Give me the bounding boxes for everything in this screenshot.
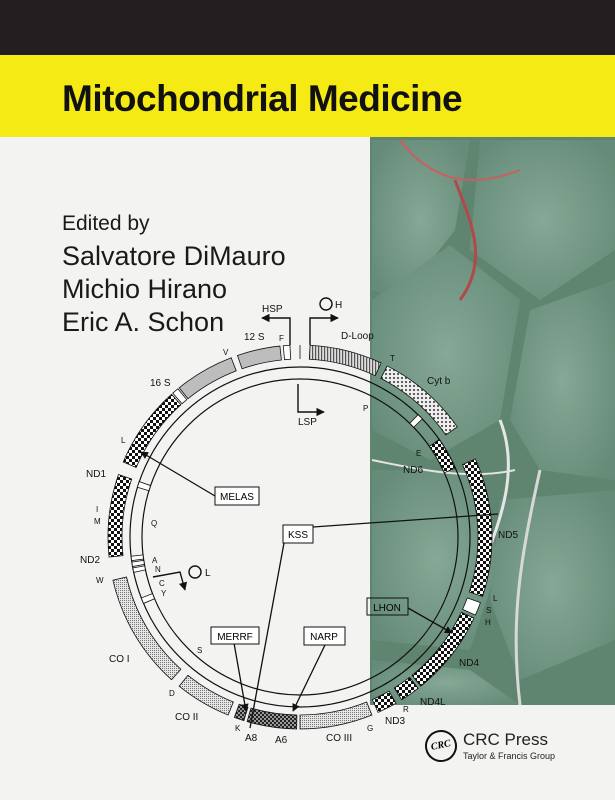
kss-box: KSS [288,530,308,541]
label-y: Y [161,589,167,598]
label-s2: S [486,606,491,615]
l-origin-arrow [152,571,188,591]
nd4l-segment [393,676,419,701]
crc-logo-icon: CRC [422,727,460,765]
trna-lsh-segment [462,597,481,616]
label-m: M [94,517,101,526]
trna-p-segment [409,414,423,428]
label-s1: S [197,646,202,655]
inner-ring-inner [141,378,459,696]
label-nd6: ND6 [403,465,423,476]
label-lsp: LSP [298,417,317,428]
label-e: E [416,449,421,458]
narp-box: NARP [310,632,338,643]
melas-box: MELAS [220,492,254,503]
editor-name: Michio Hirano [62,274,228,304]
lsp-arrow [297,384,325,417]
publisher-name: CRC Press [463,730,549,749]
book-title: Mitochondrial Medicine [62,78,463,119]
gene-labels: 12 S F D-Loop T Cyt b P E ND6 ND5 L S H … [80,331,518,746]
label-f: F [279,334,284,343]
label-d: D [169,689,175,698]
trna-a-segment [132,565,146,573]
label-l1: L [121,436,126,445]
inner-ring-outer [129,366,471,708]
nd5-segment [462,458,493,597]
label-16s: 16 S [150,378,171,389]
label-r: R [403,705,409,714]
co2-segment [178,674,234,716]
label-nd1: ND1 [86,469,106,480]
co3-segment [299,701,373,730]
trna-l-segment [172,388,188,405]
mtdna-circle [107,344,493,730]
label-i: I [96,505,98,514]
dloop-segment [308,344,382,377]
label-cytb: Cyt b [427,376,451,387]
lhon-box: LHON [373,603,401,614]
label-nd2: ND2 [80,555,100,566]
l-origin-circle [188,565,202,579]
nd4-segment [411,611,475,687]
label-12s: 12 S [244,332,265,343]
nd6-segment [428,438,456,474]
label-q: Q [151,519,157,528]
disease-pointers [140,451,499,729]
promoter-arrows [152,297,339,591]
a6-segment [246,707,298,730]
label-a6: A6 [275,735,288,746]
label-a: A [152,556,158,565]
h-origin-arrow [309,313,339,345]
label-a8: A8 [245,733,258,744]
label-hsp: HSP [262,304,283,315]
editor-name: Salvatore DiMauro [62,241,286,271]
12s-segment [236,345,282,370]
cytb-segment [380,365,458,436]
trna-f-segment [282,344,292,361]
label-l2: L [493,594,498,603]
label-g: G [367,724,373,733]
a8-segment [233,703,249,722]
trna-n-segment [131,559,145,567]
trna-cy-segment [130,554,144,562]
editor-name: Eric A. Schon [62,307,225,337]
label-nd4l: ND4L [420,697,446,708]
label-p: P [363,404,368,413]
16s-segment [178,357,237,400]
label-co2: CO II [175,712,198,723]
label-co3: CO III [326,733,352,744]
h-origin-circle [319,297,333,311]
title-band [0,55,615,137]
edited-by-label: Edited by [62,212,150,235]
editors-block: Edited by Salvatore DiMauro Michio Hiran… [62,212,286,339]
nd3-segment [371,690,397,713]
hsp-arrow [261,313,291,345]
trna-s-segment [140,593,156,604]
label-n: N [155,565,161,574]
label-nd5: ND5 [498,530,518,541]
publisher-logo: CRC CRC Press Taylor & Francis Group [422,727,605,766]
label-c: C [159,579,165,588]
label-nd4: ND4 [459,658,479,669]
label-l-origin: L [205,568,211,579]
label-co1: CO I [109,654,130,665]
label-w: W [96,576,104,585]
publisher-group: Taylor & Francis Group [463,751,556,761]
label-k: K [235,724,241,733]
label-v: V [223,348,229,357]
nd1-segment [122,393,182,468]
promoter-labels: HSP H LSP L [205,300,342,579]
disease-boxes: MELAS KSS MERRF NARP LHON [210,486,409,646]
nd2-segment [107,473,133,558]
label-t: T [390,354,395,363]
co1-segment [112,576,182,681]
label-h-origin: H [335,300,342,311]
label-nd3: ND3 [385,716,405,727]
merrf-box: MERRF [217,632,253,643]
label-dloop: D-Loop [341,331,374,342]
top-bar [0,0,615,55]
trna-q-segment [136,481,152,492]
label-h: H [485,618,491,627]
